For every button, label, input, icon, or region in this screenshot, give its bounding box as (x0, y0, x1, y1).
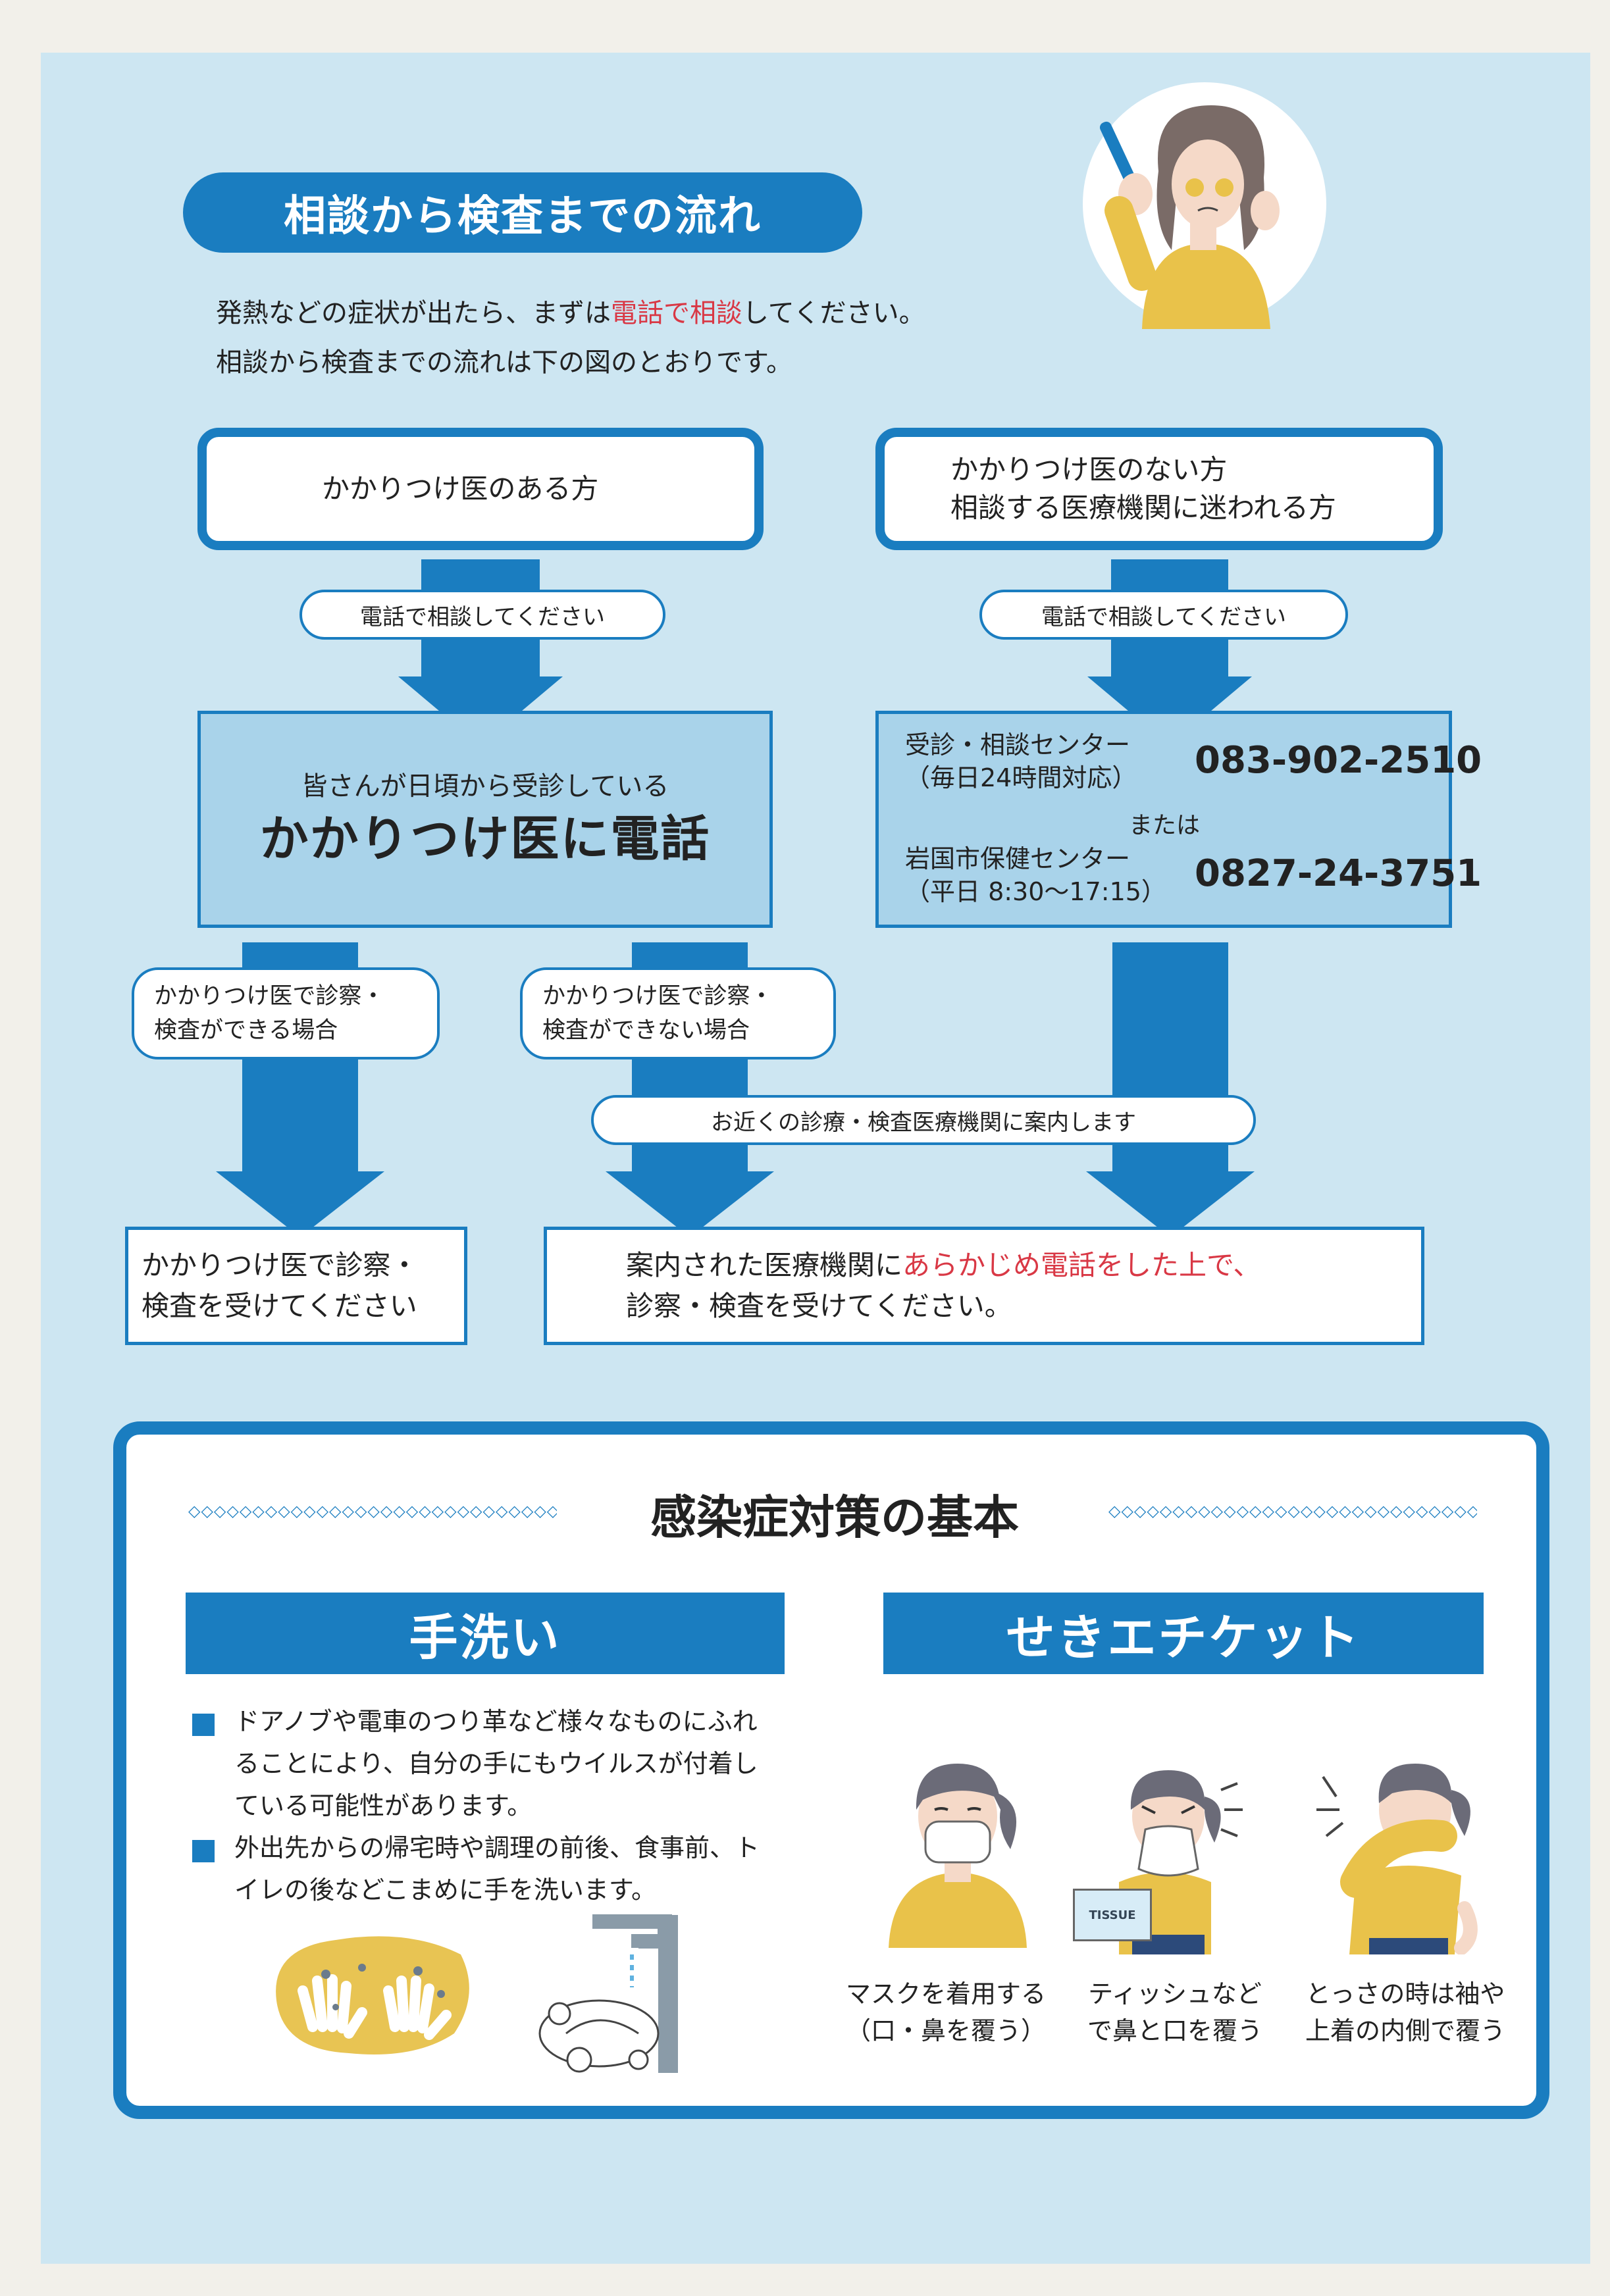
center-1-phone: 083-902-2510 (1195, 739, 1482, 782)
pill-text: 検査ができない場合 (542, 1017, 750, 1044)
or-label: または (1129, 812, 1201, 839)
guide-pill: お近くの診療・検査医療機関に案内します (591, 1095, 1256, 1145)
outcome-text: 検査を受けてください (142, 1290, 417, 1322)
bullet-line: ドアノブや電車のつり革など様々なものにふれ (234, 1707, 758, 1736)
arrow-down-icon (606, 1171, 774, 1237)
family-doctor-title: かかりつけ医に電話 (259, 811, 711, 867)
center-2-phone: 0827-24-3751 (1195, 852, 1482, 895)
sleeve-covering-figure (1316, 1764, 1478, 1954)
cannot-examine-pill: かかりつけ医で診察・ 検査ができない場合 (520, 967, 836, 1059)
bullet-line: イレの後などこまめに手を洗います。 (234, 1875, 657, 1904)
caption-mask: マスクを着用する （口・鼻を覆う） (837, 1976, 1054, 2049)
etiquette-title-bar: せきエチケット (883, 1593, 1484, 1674)
caption-line: マスクを着用する (845, 1979, 1046, 2008)
handwash-title-bar: 手洗い (186, 1593, 785, 1674)
caption-sleeve: とっさの時は袖や 上着の内側で覆う (1290, 1976, 1520, 2049)
arrow-down-icon (216, 1171, 384, 1237)
handwash-bullet-1: ドアノブや電車のつり革など様々なものにふれ ることにより、自分の手にもウイルスが… (234, 1700, 800, 1827)
outcome-text-part: 案内された医療機関に (626, 1249, 903, 1281)
start-box-label: かかりつけ医のある方 (322, 472, 599, 505)
intro-highlight: 電話で相談 (611, 298, 742, 328)
start-box-label: 相談する医療機関に迷われる方 (950, 492, 1336, 524)
woman-thermometer-illustration (1083, 82, 1326, 329)
arrow-down-icon (1086, 1171, 1255, 1237)
bullet-line: ることにより、自分の手にもウイルスが付着し (234, 1749, 758, 1778)
family-doctor-box: 皆さんが日頃から受診している かかりつけ医に電話 (197, 711, 773, 928)
outcome-box-family-doctor: かかりつけ医で診察・ 検査を受けてください (125, 1227, 467, 1345)
caption-line: 上着の内側で覆う (1305, 2016, 1505, 2045)
outcome-box-guided: 案内された医療機関にあらかじめ電話をした上で、 診察・検査を受けてください。 (544, 1227, 1424, 1345)
pill-text: かかりつけ医で診察・ (542, 983, 773, 1009)
intro-line-2: 相談から検査までの流れは下の図のとおりです。 (216, 347, 792, 378)
can-examine-pill: かかりつけ医で診察・ 検査ができる場合 (132, 967, 440, 1059)
intro-text: してください。 (742, 298, 925, 328)
center-1-label: 受診・相談センター （毎日24時間対応） (905, 728, 1137, 794)
center-1-hours: （毎日24時間対応） (905, 763, 1137, 792)
decorative-diamond-row: ◇◇◇◇◇◇◇◇◇◇◇◇◇◇◇◇◇◇◇◇◇◇◇◇◇◇◇◇◇◇◇◇◇ (1108, 1502, 1477, 1520)
outcome-text: 診察・検査を受けてください。 (626, 1290, 1012, 1322)
center-2-name: 岩国市保健センター (905, 844, 1131, 873)
caption-line: ティッシュなど (1088, 1979, 1262, 2008)
tissue-box: TISSUE (1073, 1889, 1152, 1941)
center-2-hours: （平日 8:30～17:15） (905, 877, 1166, 906)
center-2-label: 岩国市保健センター （平日 8:30～17:15） (905, 842, 1166, 908)
family-doctor-subtitle: 皆さんが日頃から受診している (301, 771, 669, 802)
decorative-diamond-row: ◇◇◇◇◇◇◇◇◇◇◇◇◇◇◇◇◇◇◇◇◇◇◇◇◇◇◇◇◇◇◇◇◇ (188, 1502, 557, 1520)
caption-line: （口・鼻を覆う） (845, 2016, 1046, 2045)
section-title: 相談から検査までの流れ (183, 172, 862, 253)
caption-tissue: ティッシュなど で鼻と口を覆う (1066, 1976, 1284, 2049)
start-box-without-doctor: かかりつけ医のない方 相談する医療機関に迷われる方 (875, 428, 1443, 550)
bullet-square-icon (192, 1714, 215, 1736)
intro-line-1: 発熱などの症状が出たら、まずは電話で相談してください。 (216, 297, 925, 329)
center-1-name: 受診・相談センター (905, 730, 1131, 759)
start-box-with-doctor: かかりつけ医のある方 (197, 428, 764, 550)
bullet-line: ている可能性があります。 (234, 1791, 532, 1820)
mask-wearing-figure (889, 1764, 1027, 1948)
start-box-label: かかりつけ医のない方 (950, 453, 1228, 486)
call-pill-left: 電話で相談してください (299, 590, 665, 640)
handwash-bullet-2: 外出先からの帰宅時や調理の前後、食事前、ト イレの後などこまめに手を洗います。 (234, 1827, 800, 1911)
pill-text: かかりつけ医で診察・ (154, 983, 385, 1009)
outcome-text: かかりつけ医で診察・ (142, 1249, 419, 1281)
outcome-text: 案内された医療機関にあらかじめ電話をした上で、 (626, 1245, 1421, 1286)
caption-line: とっさの時は袖や (1305, 1979, 1505, 2008)
outcome-highlight: あらかじめ電話をした上で、 (902, 1249, 1261, 1281)
bullet-square-icon (192, 1840, 215, 1862)
pill-text: 検査ができる場合 (154, 1017, 338, 1044)
faucet-handwash-illustration (538, 1914, 678, 2073)
bullet-line: 外出先からの帰宅時や調理の前後、食事前、ト (234, 1833, 760, 1862)
call-pill-right: 電話で相談してください (979, 590, 1348, 640)
consultation-center-box: 受診・相談センター （毎日24時間対応） 083-902-2510 または 岩国… (875, 711, 1482, 928)
intro-text: 発熱などの症状が出たら、まずは (216, 298, 611, 328)
caption-line: で鼻と口を覆う (1087, 2016, 1262, 2045)
infection-heading: 感染症対策の基本 (650, 1491, 1019, 1544)
germs-on-hands-illustration (276, 1936, 469, 2054)
